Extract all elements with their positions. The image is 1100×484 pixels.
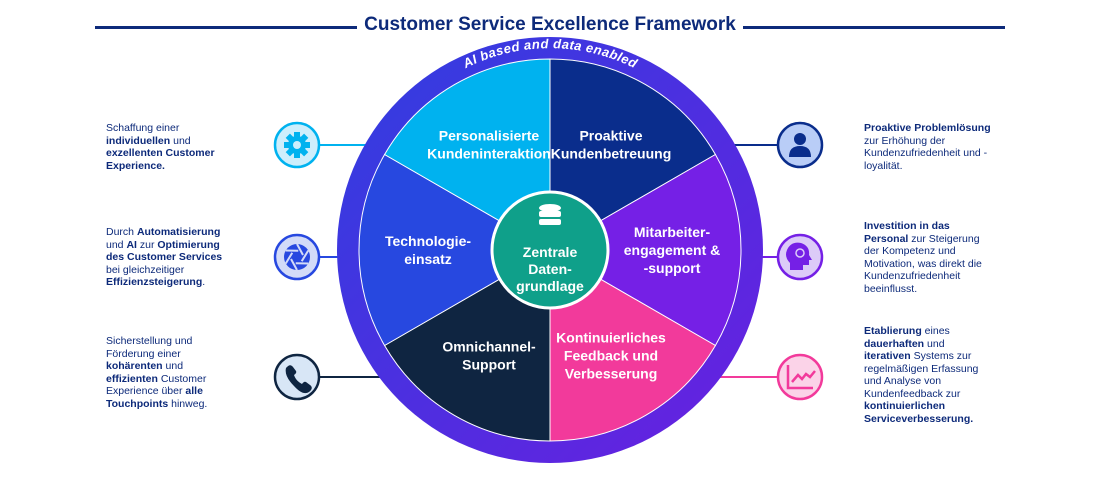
- description-text: Systems zur regelmäßigen Erfassung und A…: [864, 350, 979, 400]
- description-text: zur: [136, 238, 158, 251]
- description-text: und: [170, 134, 191, 147]
- description-text: zur Erhöhung der Kundenzufriedenheit und…: [864, 134, 988, 172]
- phone-icon: [273, 353, 321, 401]
- right-description: Etablierung eines dauerhaften und iterat…: [864, 325, 989, 425]
- segment-personalisiert: [383, 58, 551, 251]
- description-text: .: [202, 276, 206, 288]
- center-hub: [490, 190, 610, 310]
- segment-label: Kontinuierliches: [556, 330, 666, 346]
- database-icon: [539, 204, 561, 225]
- description-text: AI: [126, 238, 137, 251]
- description-text: hinweg.: [168, 397, 208, 410]
- segment-technologie: [358, 153, 552, 347]
- description-text: alle Touchpoints: [106, 385, 203, 410]
- description-text: exzellenten Customer Experience.: [106, 147, 215, 172]
- segment-feedback: [549, 249, 717, 442]
- center-label: Daten-: [528, 261, 572, 277]
- segment-label: einsatz: [404, 251, 451, 267]
- segment-mitarbeiter: [548, 153, 742, 347]
- segment-label: Support: [462, 357, 516, 373]
- title-rule-left: [95, 26, 357, 29]
- segment-label: Mitarbeiter-: [634, 224, 711, 240]
- left-description: Sicherstellung und Förderung einer kohär…: [106, 335, 221, 410]
- description-text: dauerhaften: [864, 337, 925, 350]
- description-text: Etablierung: [864, 325, 922, 337]
- head-lightbulb-icon: [776, 233, 824, 281]
- description-text: eines: [921, 325, 950, 337]
- right-description: Investition in das Personal zur Steigeru…: [864, 220, 994, 295]
- segment-label: Technologie-: [385, 233, 471, 249]
- description-text: effizienten: [106, 372, 158, 385]
- description-text: Schaffung einer: [106, 122, 180, 134]
- description-text: bei gleichzeitiger: [106, 263, 185, 276]
- description-text: Proaktive Problemlösung: [864, 122, 991, 134]
- segment-omnichannel: [383, 249, 551, 442]
- description-text: Effizienzsteigerung: [106, 276, 203, 288]
- trend-chart-icon: [776, 353, 824, 401]
- description-text: Sicherstellung und Förderung einer: [106, 335, 193, 360]
- description-text: iterativen: [864, 350, 911, 362]
- segment-label: Kundeninteraktion: [427, 145, 551, 161]
- title-rule-right: [743, 26, 1005, 29]
- page-title: Customer Service Excellence Framework: [364, 14, 736, 35]
- gear-icon: [273, 121, 321, 169]
- description-text: Durch: [106, 226, 137, 238]
- description-text: individuellen: [106, 134, 171, 147]
- description-text: Investition in das Personal: [864, 220, 950, 245]
- segment-label: engagement &: [624, 242, 720, 258]
- aperture-icon: [273, 233, 321, 281]
- left-description: Durch Automatisierung und AI zur Optimie…: [106, 226, 236, 289]
- description-text: und: [924, 337, 945, 350]
- segment-label: -support: [644, 260, 701, 276]
- right-description: Proaktive Problemlösung zur Erhöhung der…: [864, 122, 999, 172]
- description-text: kohärenten: [106, 360, 163, 372]
- segment-label: Verbesserung: [565, 366, 658, 382]
- description-text: Optimierung des Customer Services: [106, 238, 223, 264]
- segment-label: Personalisierte: [439, 127, 540, 143]
- segment-label: Omnichannel-: [442, 339, 536, 355]
- description-text: und: [106, 238, 127, 251]
- description-text: Automatisierung: [136, 226, 221, 238]
- description-text: Customer Experience über: [106, 372, 207, 398]
- description-text: zur Steigerung der Kompetenz und Motivat…: [864, 232, 982, 295]
- segment-label: Feedback und: [564, 348, 658, 364]
- description-text: und: [162, 360, 184, 372]
- center-label: grundlage: [516, 278, 584, 294]
- center-label: Zentrale: [523, 244, 578, 260]
- description-text: kontinuierlichen Serviceverbesserung.: [864, 400, 974, 425]
- segment-proaktive: [549, 58, 717, 251]
- segment-label: Proaktive: [579, 127, 642, 143]
- segment-label: Kundenbetreuung: [551, 145, 672, 161]
- left-description: Schaffung einer individuellen und exzell…: [106, 122, 236, 172]
- user-icon: [776, 121, 824, 169]
